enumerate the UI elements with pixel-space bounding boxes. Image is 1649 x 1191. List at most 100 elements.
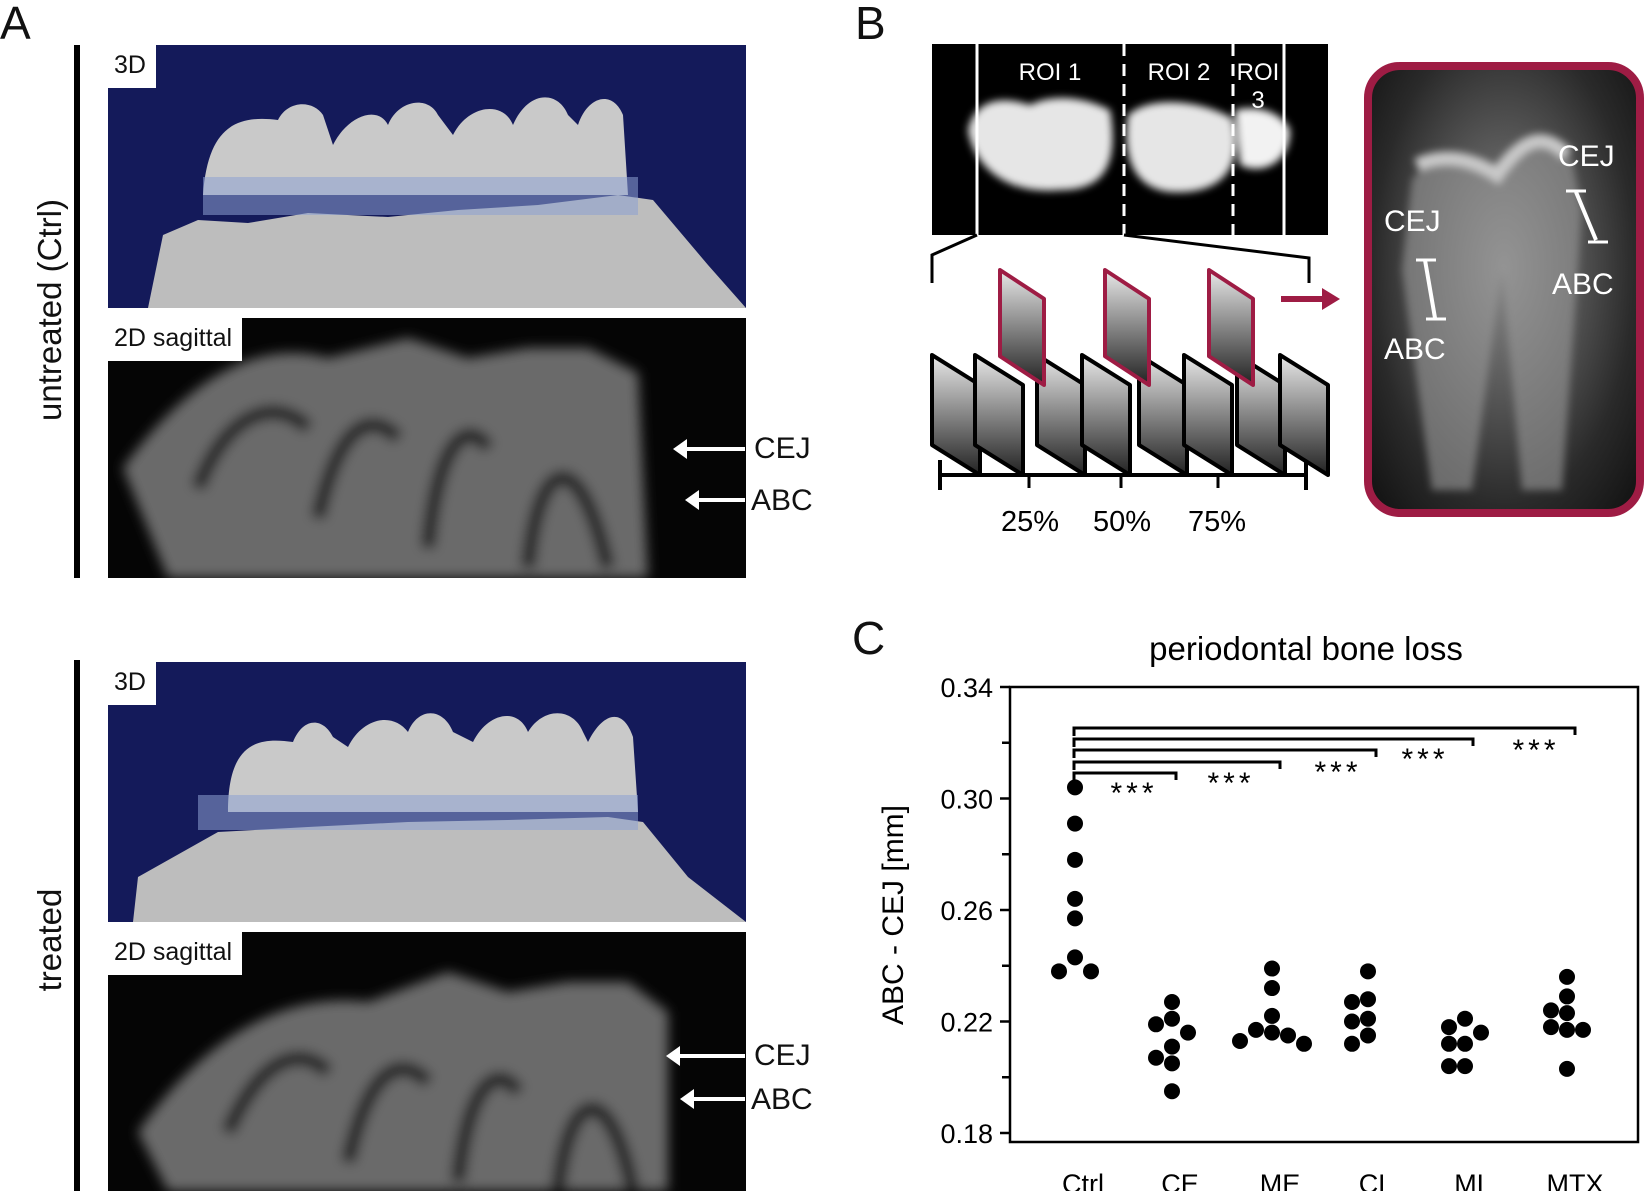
data-point-ce xyxy=(1148,1016,1164,1033)
data-point-me xyxy=(1264,980,1280,997)
significance-bracket xyxy=(1072,726,1577,736)
scale-label-25: 25% xyxy=(1001,506,1059,538)
data-point-ctrl xyxy=(1067,949,1083,966)
slice xyxy=(1080,353,1132,477)
data-point-mtx xyxy=(1543,1019,1559,1036)
roi-2-label: ROI 2 xyxy=(1148,59,1211,86)
data-point-mtx xyxy=(1543,1002,1559,1019)
data-point-ce xyxy=(1164,1038,1180,1055)
data-point-ml xyxy=(1441,1035,1457,1052)
selected-slice xyxy=(1207,268,1255,387)
data-point-me xyxy=(1248,1021,1264,1038)
selected-slice-zoom: CEJ ABC CEJ ABC xyxy=(1364,62,1644,517)
scale-label-75: 75% xyxy=(1188,506,1246,538)
significance-stars: *** xyxy=(1207,767,1254,800)
data-point-ce xyxy=(1148,1049,1164,1066)
data-point-mtx xyxy=(1559,968,1575,985)
data-point-me xyxy=(1264,960,1280,977)
roi-diagram: ROI 1 ROI 2 ROI 3 25% 50% 75% xyxy=(930,44,1340,538)
significance-stars: *** xyxy=(1314,756,1361,789)
selected-slice xyxy=(1103,268,1151,387)
x-tick-label: ML xyxy=(1454,1169,1492,1191)
selected-slice xyxy=(998,268,1046,387)
group-label-untreated: untreated (Ctrl) xyxy=(31,199,68,421)
data-point-ml xyxy=(1441,1058,1457,1075)
render-3d-treated: 3D xyxy=(108,662,746,922)
slice-image xyxy=(1402,134,1608,490)
panel-label-b: B xyxy=(855,0,886,49)
data-point-ml xyxy=(1457,1010,1473,1027)
view-2d-tag: 2D sagittal xyxy=(108,318,243,361)
data-point-ml xyxy=(1457,1035,1473,1052)
roi-3-number: 3 xyxy=(1251,87,1264,114)
x-tick-label: ME xyxy=(1260,1169,1301,1191)
abc-arrow-icon xyxy=(680,1089,745,1109)
data-point-ml xyxy=(1457,1058,1473,1075)
panel-label-a: A xyxy=(0,0,31,49)
data-point-ctrl xyxy=(1067,815,1083,832)
cej-arrow-icon xyxy=(673,439,745,459)
y-tick-label: 0.34 xyxy=(940,673,993,703)
data-point-me xyxy=(1264,1024,1280,1041)
arrowhead-icon xyxy=(1322,288,1340,310)
data-point-ce xyxy=(1164,1010,1180,1027)
data-point-cl xyxy=(1360,1010,1376,1027)
cej-label: CEJ xyxy=(754,432,811,465)
x-tick-label: CE xyxy=(1161,1169,1199,1191)
data-point-cl xyxy=(1344,1035,1360,1052)
significance-stars: *** xyxy=(1110,777,1157,810)
data-point-cl xyxy=(1344,1013,1360,1030)
data-point-cl xyxy=(1360,991,1376,1008)
cej-label: CEJ xyxy=(754,1039,811,1072)
sagittal-image xyxy=(123,338,648,578)
chart-title: periodontal bone loss xyxy=(1149,630,1463,667)
slice xyxy=(930,353,982,477)
data-point-me xyxy=(1232,1033,1248,1050)
slice xyxy=(1182,353,1234,477)
y-tick-label: 0.26 xyxy=(940,896,993,926)
y-tick-label: 0.30 xyxy=(940,785,993,815)
significance-bracket xyxy=(1072,771,1178,781)
tooth-crown-image xyxy=(968,98,1290,193)
zoom-cej-right: CEJ xyxy=(1558,140,1615,173)
data-point-ctrl xyxy=(1067,910,1083,927)
significance-bracket xyxy=(1072,748,1378,758)
significance-bracket xyxy=(1072,737,1475,747)
y-tick-label: 0.18 xyxy=(940,1119,993,1149)
teeth-3d-image xyxy=(148,97,746,308)
x-tick-label: CL xyxy=(1359,1169,1394,1191)
data-point-ml xyxy=(1473,1024,1489,1041)
significance-stars: *** xyxy=(1512,734,1559,767)
slice xyxy=(973,353,1025,477)
y-tick-label: 0.22 xyxy=(940,1008,993,1038)
data-point-mtx xyxy=(1559,988,1575,1005)
data-point-me xyxy=(1296,1035,1312,1052)
group-bar-untreated xyxy=(74,45,80,578)
data-point-ctrl xyxy=(1051,963,1067,980)
abc-label: ABC xyxy=(751,1083,813,1116)
panel-label-c: C xyxy=(852,612,886,664)
sagittal-2d-treated: 2D sagittal xyxy=(108,932,746,1191)
slice-stack xyxy=(930,268,1330,477)
data-point-cl xyxy=(1360,963,1376,980)
group-label-treated: treated xyxy=(31,888,68,992)
view-2d-tag: 2D sagittal xyxy=(108,932,243,975)
data-point-mtx xyxy=(1575,1021,1591,1038)
cej-arrow-icon xyxy=(666,1046,745,1066)
scale-label-50: 50% xyxy=(1093,506,1151,538)
view-3d-tag: 3D xyxy=(108,45,156,88)
data-point-ctrl xyxy=(1067,779,1083,796)
data-point-cl xyxy=(1360,1027,1376,1044)
data-point-ctrl xyxy=(1067,890,1083,907)
roi-3-label: ROI xyxy=(1237,59,1280,86)
slice xyxy=(1278,353,1330,477)
data-point-me xyxy=(1264,1007,1280,1024)
data-point-ce xyxy=(1164,1055,1180,1072)
zoom-abc-right: ABC xyxy=(1552,268,1614,301)
zoom-bracket-right xyxy=(1123,233,1311,283)
sagittal-image xyxy=(138,972,668,1191)
abc-label: ABC xyxy=(751,484,813,517)
data-point-me xyxy=(1280,1027,1296,1044)
sagittal-2d-untreated: 2D sagittal xyxy=(108,318,746,578)
data-point-ctrl xyxy=(1083,963,1099,980)
